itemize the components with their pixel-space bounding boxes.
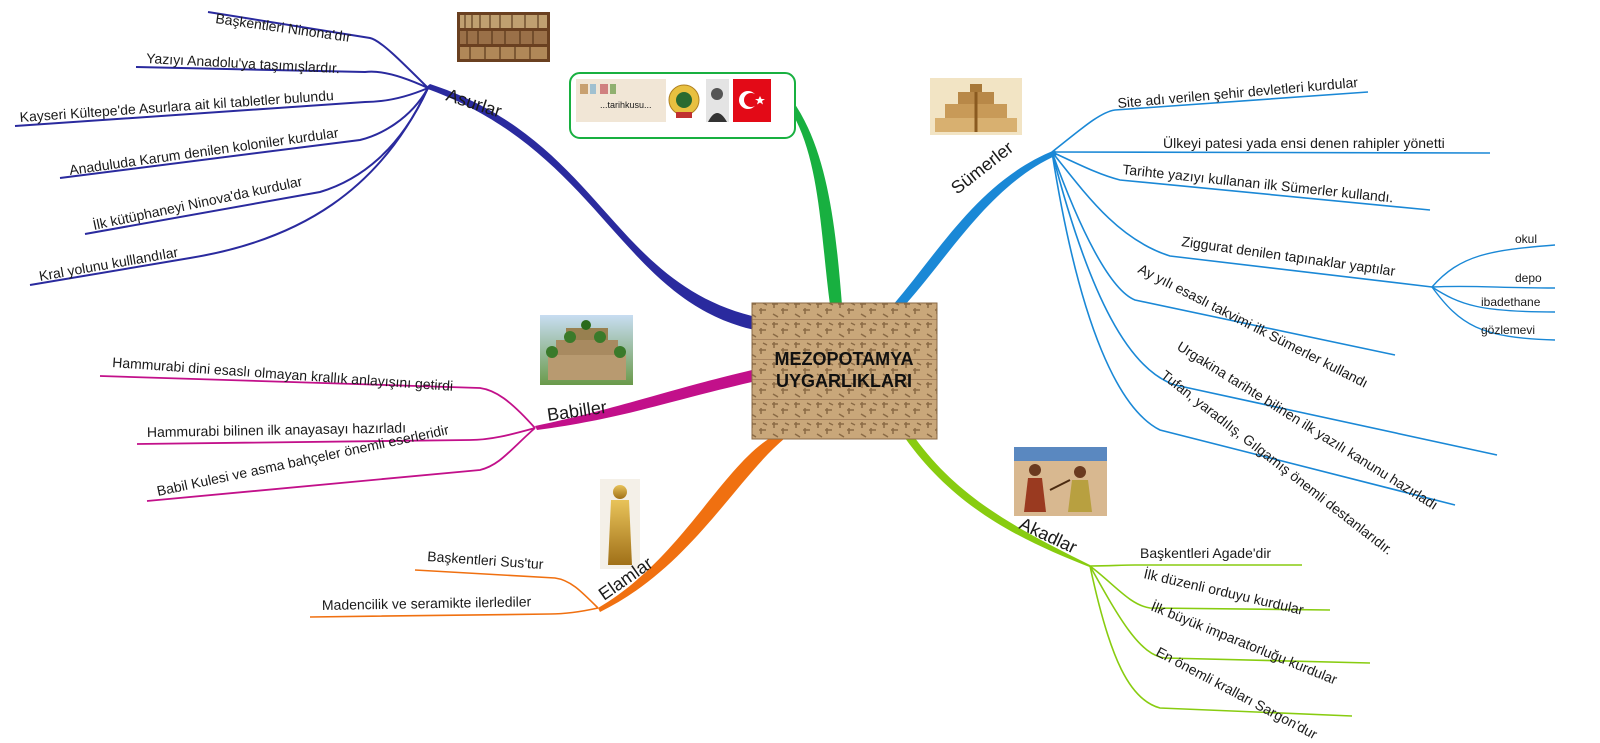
central-title-line2: UYGARLIKLARI — [776, 371, 912, 391]
sumerler-main-branch — [893, 150, 1057, 305]
akadlar-main-branch — [905, 438, 1092, 568]
elamlar-main-branch — [598, 438, 785, 612]
ziggurat-sub-item[interactable]: ibadethane — [1481, 295, 1541, 309]
sumerler-leaf-lines — [1051, 91, 1498, 506]
golden-statue-image — [600, 479, 640, 569]
tarih-kusu-image: ...tarihkusu... — [576, 79, 666, 122]
central-topic[interactable]: MEZOPOTAMYA UYGARLIKLARI — [751, 302, 938, 440]
elamlar-item[interactable]: Madencilik ve seramikte ilerlediler — [322, 593, 532, 613]
babiller-item[interactable]: Hammurabi bilinen ilk anayasayı hazırlad… — [147, 419, 406, 440]
ziggurat-image — [930, 78, 1022, 135]
branch-label-sumerler[interactable]: Sümerler — [947, 137, 1017, 198]
sumerler-item[interactable]: Ülkeyi patesi yada ensi denen rahipler y… — [1163, 134, 1445, 151]
babiller-leaf-lines — [99, 375, 536, 502]
asurlar-leaf-lines — [14, 11, 429, 286]
hanging-gardens-image — [540, 315, 633, 385]
ziggurat-sub-lines — [1431, 244, 1556, 341]
ottoman-coat-of-arms-image — [668, 84, 700, 118]
akkadian-relief-image — [1014, 447, 1107, 516]
ziggurat-sub-item[interactable]: okul — [1515, 232, 1537, 246]
images-topic[interactable]: ...tarihkusu... — [569, 72, 796, 139]
babiller-item[interactable]: Hammurabi dini esaslı olmayan krallık an… — [112, 354, 454, 394]
ataturk-portrait-image — [706, 79, 729, 122]
turkish-flag-image — [733, 79, 771, 122]
sumerler-item[interactable]: Tarihte yazıyı kullanan ilk Sümerler kul… — [1122, 161, 1395, 205]
akadlar-item[interactable]: İlk büyük imparatorluğu kurdular — [1149, 597, 1340, 688]
ziggurat-sub-item[interactable]: depo — [1515, 271, 1542, 285]
elamlar-item[interactable]: Başkentleri Sus'tur — [427, 548, 544, 572]
asurlar-item[interactable]: Yazıyı Anadolu'ya taşımışlardır. — [146, 50, 340, 76]
asurlar-item[interactable]: Kayseri Kültepe'de Asurlara ait kil tabl… — [19, 87, 334, 125]
images-main-branch — [785, 100, 842, 305]
asurlar-item[interactable]: Başkentleri Ninona'dır — [215, 10, 353, 45]
branch-label-asurlar[interactable]: Asurlar — [444, 85, 504, 122]
asurlar-item[interactable]: Anaduluda Karum denilen koloniler kurdul… — [68, 124, 340, 178]
elamlar-leaf-lines — [309, 569, 599, 618]
branch-label-babiller[interactable]: Babiller — [546, 397, 608, 425]
tarih-kusu-caption: ...tarihkusu... — [600, 100, 652, 110]
asurlar-item[interactable]: İlk kütüphaneyi Ninova'da kurdular — [91, 172, 304, 233]
library-bookshelf-image — [457, 12, 550, 62]
akadlar-item[interactable]: Başkentleri Agade'dir — [1140, 545, 1271, 561]
sumerler-item[interactable]: Site adı verilen şehir devletleri kurdul… — [1117, 74, 1359, 111]
babiller-main-branch — [535, 370, 752, 430]
branch-label-akadlar[interactable]: Akadlar — [1016, 513, 1080, 557]
central-title-line1: MEZOPOTAMYA — [774, 349, 913, 369]
akadlar-leaf-lines — [1089, 564, 1371, 717]
sumerler-item[interactable]: Ziggurat denilen tapınaklar yaptılar — [1181, 233, 1397, 279]
ziggurat-sub-item[interactable]: gözlemevi — [1481, 323, 1535, 337]
